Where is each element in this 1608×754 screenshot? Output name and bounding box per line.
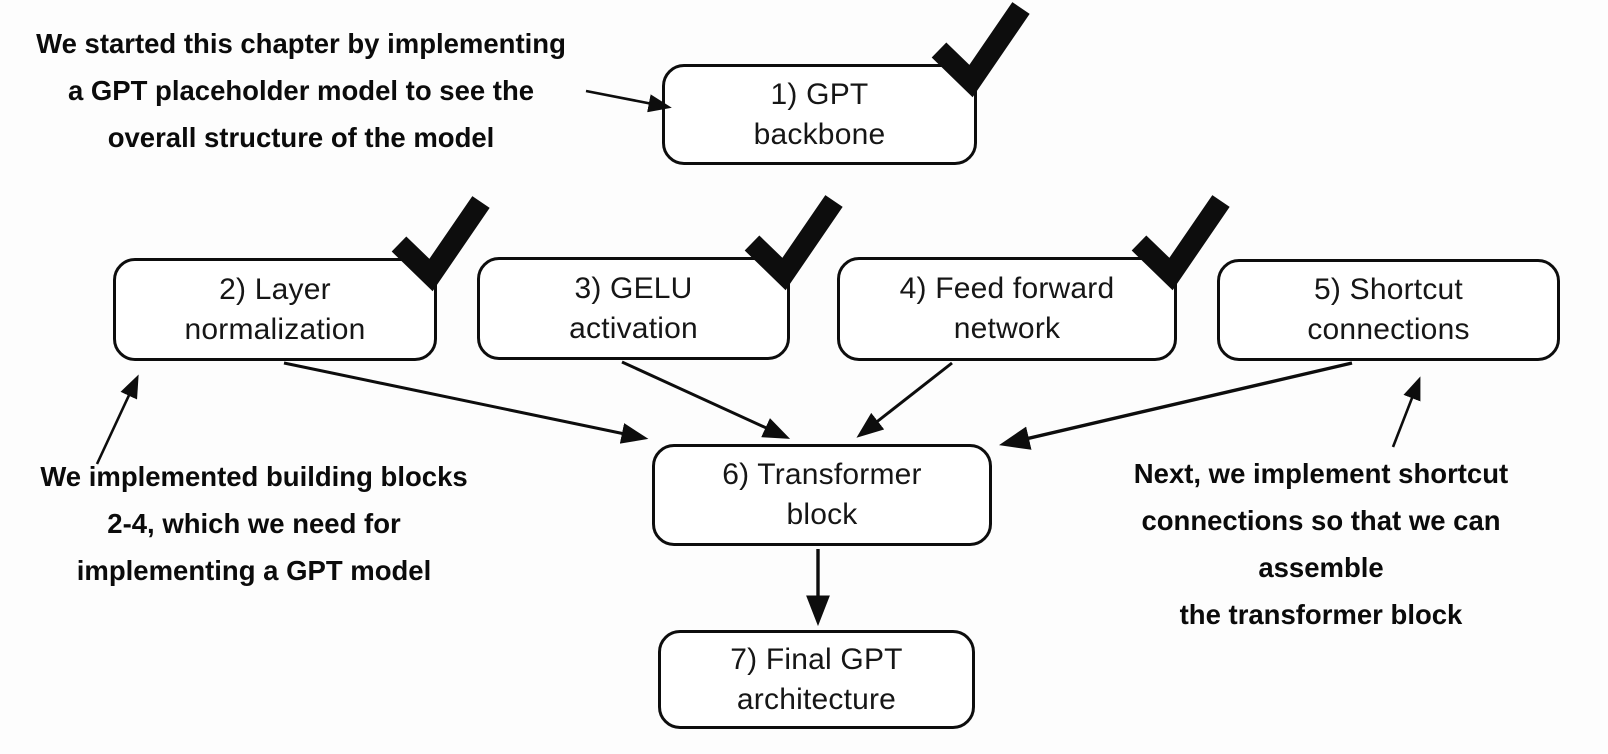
annotation-next-step-note: Next, we implement shortcut connections …	[1078, 450, 1564, 638]
node-layer-normalization: 2) Layer normalization	[113, 258, 437, 361]
annotation-intro-note: We started this chapter by implementing …	[15, 20, 587, 161]
annotation-text: Next, we implement shortcut connections …	[1133, 458, 1509, 630]
arrow-intro-note-to-gpt-backbone	[585, 89, 672, 113]
node-final-gpt-architecture: 7) Final GPT architecture	[658, 630, 975, 729]
arrow-building-blocks-note-to-layer-normalization	[95, 374, 139, 465]
annotation-text: We started this chapter by implementing …	[36, 28, 566, 153]
node-label: 1) GPT backbone	[753, 77, 886, 151]
arrow-layer-normalization-to-transformer-block	[283, 361, 649, 444]
node-label: 4) Feed forward network	[899, 272, 1115, 345]
annotation-text: We implemented building blocks 2-4, whic…	[40, 461, 468, 586]
node-label: 2) Layer normalization	[184, 272, 366, 346]
node-label: 7) Final GPT architecture	[730, 642, 903, 716]
node-gpt-backbone: 1) GPT backbone	[662, 64, 977, 165]
arrow-next-step-note-to-shortcut-connections	[1391, 376, 1421, 448]
node-label: 3) GELU activation	[569, 271, 698, 345]
annotation-building-blocks-note: We implemented building blocks 2-4, whic…	[28, 453, 480, 594]
node-label: 5) Shortcut connections	[1307, 273, 1470, 346]
arrow-feed-forward-network-to-transformer-block	[856, 361, 953, 438]
node-feed-forward-network: 4) Feed forward network	[837, 257, 1177, 361]
node-transformer-block: 6) Transformer block	[652, 444, 992, 546]
arrow-gelu-activation-to-transformer-block	[621, 360, 791, 439]
node-shortcut-connections: 5) Shortcut connections	[1217, 259, 1560, 361]
arrow-shortcut-connections-to-transformer-block	[999, 361, 1353, 450]
node-label: 6) Transformer block	[722, 458, 922, 531]
node-gelu-activation: 3) GELU activation	[477, 257, 790, 360]
